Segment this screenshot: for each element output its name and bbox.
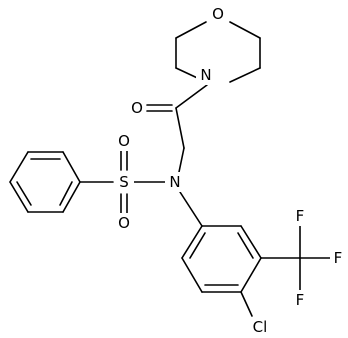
svg-text:F: F bbox=[334, 249, 343, 267]
svg-text:F: F bbox=[296, 207, 305, 225]
atom-label-morpholine-o: O bbox=[209, 4, 227, 24]
atom-label-sulfonyl-o-bottom: O bbox=[115, 213, 133, 233]
amide-group bbox=[146, 84, 208, 173]
chloro-trifluoromethyl-phenyl-ring bbox=[179, 191, 262, 293]
svg-text:N: N bbox=[200, 66, 211, 84]
morpholine-ring bbox=[175, 21, 261, 83]
atom-label-morpholine-n: N bbox=[196, 65, 216, 85]
atom-label-sulfonamide-n: N bbox=[165, 172, 185, 192]
phenyl-ring bbox=[9, 151, 81, 213]
atom-label-carbonyl-o: O bbox=[128, 98, 146, 118]
svg-text:F: F bbox=[296, 291, 305, 309]
atom-label-sulfur: S bbox=[114, 172, 134, 192]
atom-label-fluorine-bottom: F bbox=[292, 290, 308, 310]
substituent-bonds bbox=[240, 225, 331, 317]
sulfonyl-group bbox=[79, 148, 166, 216]
svg-text:N: N bbox=[169, 173, 180, 191]
svg-text:O: O bbox=[118, 214, 130, 232]
svg-text:S: S bbox=[119, 173, 129, 191]
svg-text:Cl: Cl bbox=[253, 318, 268, 336]
atom-label-sulfonyl-o-top: O bbox=[115, 131, 133, 151]
atom-label-chlorine: Cl bbox=[248, 317, 272, 337]
svg-text:O: O bbox=[212, 5, 224, 23]
svg-text:O: O bbox=[131, 99, 143, 117]
atom-label-fluorine-top: F bbox=[292, 206, 308, 226]
svg-text:O: O bbox=[118, 132, 130, 150]
atom-label-fluorine-right: F bbox=[330, 248, 346, 268]
